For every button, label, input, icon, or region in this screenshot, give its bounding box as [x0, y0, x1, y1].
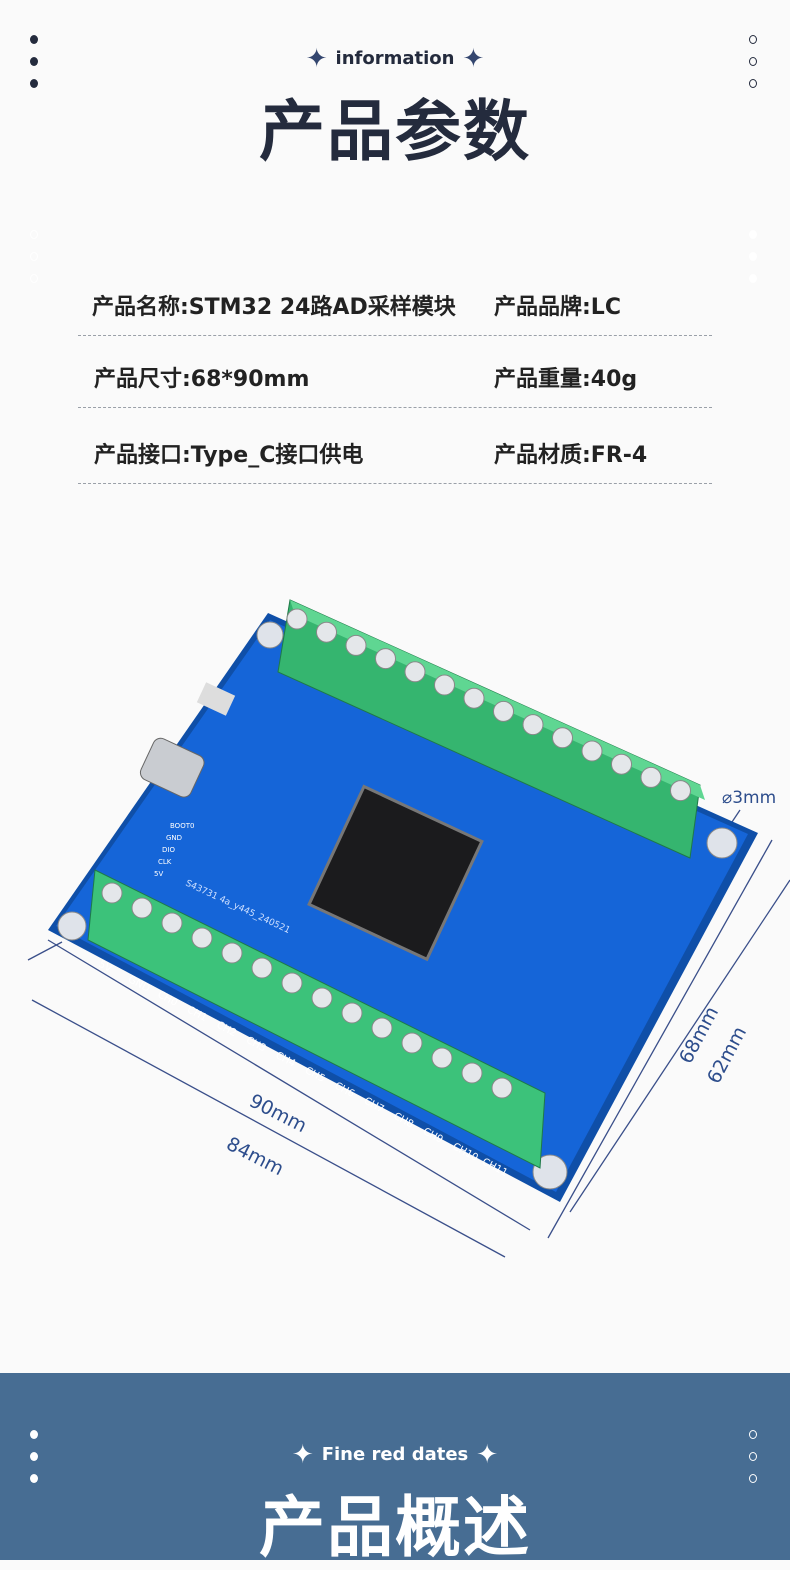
terminal-screw [493, 700, 514, 722]
decor-dots-right-bottom [749, 1430, 757, 1483]
reset-button[interactable] [196, 682, 236, 716]
terminal-screw [611, 753, 632, 775]
terminal-screw [581, 740, 603, 762]
usb-c-port [139, 737, 205, 798]
terminal-screws [101, 608, 691, 1099]
terminal-screw [221, 942, 243, 964]
terminal-screw [316, 621, 337, 643]
header-pin-label: BOOT0 [170, 822, 194, 830]
spec-row: 产品接口:Type_C接口供电 产品材质:FR-4 [78, 412, 712, 484]
terminal-screw [522, 714, 544, 736]
spec-row: 产品尺寸:68*90mm 产品重量:40g [78, 336, 712, 408]
overview-banner [0, 1373, 790, 1560]
sparkle-icon: ✦ [462, 44, 485, 74]
terminal-screw [404, 661, 426, 683]
spec-brand: 产品品牌:LC [494, 295, 621, 320]
sparkle-icon: ✦ [291, 1440, 314, 1470]
terminal-screw [286, 608, 308, 630]
terminal-screw [131, 897, 153, 919]
decor-dots-left-faint [30, 230, 38, 283]
terminal-screw [640, 766, 662, 788]
section-subtitle: ✦ information ✦ [0, 44, 790, 74]
decor-dots-right-faint [749, 230, 757, 283]
product-image: S43731 4a_y445_240521 5VGNDCH0CH1CH2CH3C… [27, 599, 790, 1258]
terminal-screw [311, 987, 333, 1009]
header-pin-label: 5V [154, 870, 163, 878]
width-outer-dim: 90mm [246, 1090, 311, 1137]
hole-dim: ⌀3mm [722, 788, 776, 808]
spec-size: 产品尺寸:68*90mm [94, 367, 310, 392]
footer-subtitle: ✦ Fine red dates ✦ [0, 1440, 790, 1470]
terminal-screw [161, 912, 183, 934]
terminal-screw [371, 1017, 393, 1039]
terminal-screw [375, 648, 396, 670]
terminal-screw [251, 957, 273, 979]
sparkle-icon: ✦ [476, 1440, 499, 1470]
terminal-screw [491, 1077, 513, 1099]
terminal-screw [191, 927, 213, 949]
terminal-screw [341, 1002, 363, 1024]
spec-weight: 产品重量:40g [494, 367, 638, 392]
subtitle-text: information [335, 48, 455, 69]
terminal-screw [670, 780, 691, 802]
header-pin-label: GND [166, 834, 182, 842]
decor-dots-right [749, 35, 757, 88]
spec-interface: 产品接口:Type_C接口供电 [94, 443, 364, 468]
footer-title: 产品概述 [259, 1489, 531, 1566]
page-title: 产品参数 [259, 93, 531, 170]
terminal-screw [461, 1062, 483, 1084]
terminal-screw [281, 972, 303, 994]
mounting-holes [57, 621, 738, 1190]
decor-dots-left-bottom [30, 1430, 38, 1483]
sparkle-icon: ✦ [305, 44, 328, 74]
header-pin-label: DIO [162, 846, 175, 854]
terminal-screw [345, 634, 367, 656]
mcu-chip [307, 784, 484, 962]
terminal-screw [431, 1047, 453, 1069]
terminal-screw [101, 882, 123, 904]
terminal-screw [434, 674, 455, 696]
terminal-screw [552, 727, 573, 749]
spec-name: 产品名称:STM32 24路AD采样模块 [92, 295, 456, 320]
spec-material: 产品材质:FR-4 [494, 443, 648, 468]
decor-dots-left [30, 35, 38, 88]
width-inner-dim: 84mm [223, 1133, 288, 1180]
footer-subtitle-text: Fine red dates [321, 1444, 469, 1465]
terminal-screw [463, 687, 485, 709]
header-pin-label: CLK [158, 858, 172, 866]
terminal-screw [401, 1032, 423, 1054]
spec-row: 产品名称:STM32 24路AD采样模块 产品品牌:LC [78, 264, 712, 336]
